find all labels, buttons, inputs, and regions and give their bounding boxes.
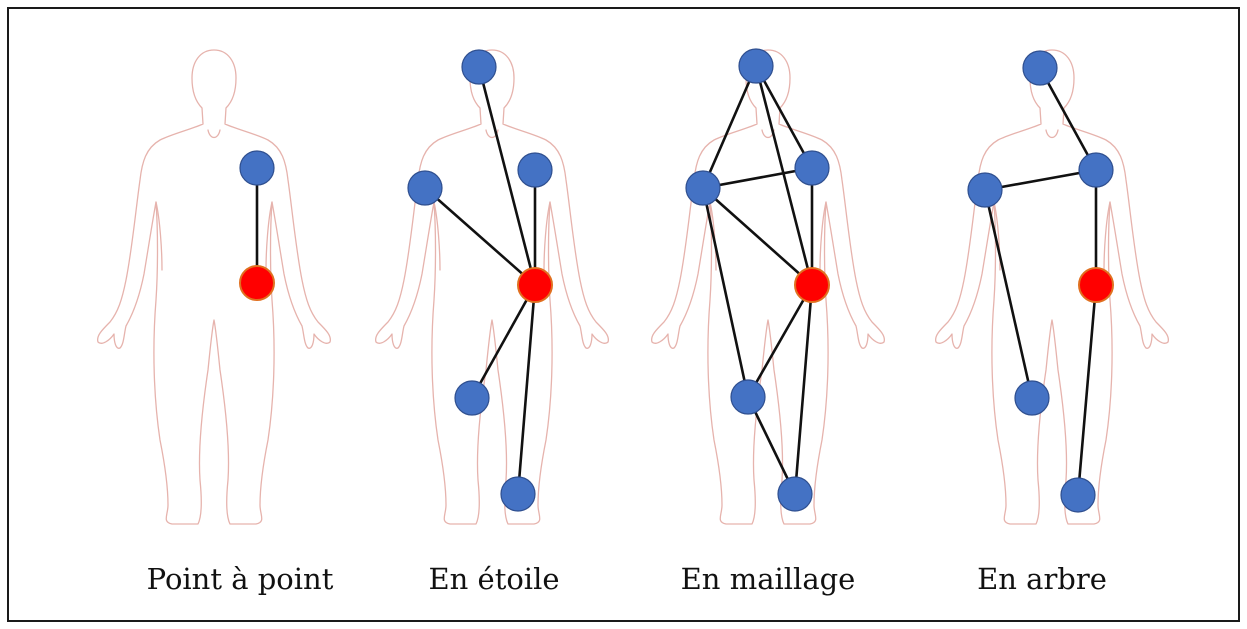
hub-node bbox=[239, 265, 275, 301]
link bbox=[793, 283, 814, 496]
sensor-node bbox=[777, 476, 813, 512]
caption-point-a-point: Point à point bbox=[146, 562, 334, 596]
sensor-node bbox=[500, 476, 536, 512]
topology-en-maillage bbox=[685, 48, 830, 512]
sensor-node bbox=[1060, 477, 1096, 513]
link bbox=[477, 65, 537, 287]
sensor-node bbox=[454, 380, 490, 416]
link bbox=[701, 186, 814, 287]
sensor-node bbox=[1022, 50, 1058, 86]
link bbox=[701, 166, 814, 190]
body-silhouette-4 bbox=[934, 49, 1170, 525]
hub-node bbox=[517, 267, 553, 303]
hub-node bbox=[794, 267, 830, 303]
sensor-node bbox=[794, 150, 830, 186]
link bbox=[983, 168, 1098, 192]
sensor-node bbox=[407, 170, 443, 206]
sensor-node bbox=[1014, 380, 1050, 416]
link bbox=[701, 64, 758, 190]
link bbox=[746, 395, 797, 496]
caption-en-arbre: En arbre bbox=[977, 562, 1107, 596]
hub-node bbox=[1078, 267, 1114, 303]
caption-en-maillage: En maillage bbox=[680, 562, 856, 596]
sensor-node bbox=[517, 152, 553, 188]
sensor-node bbox=[730, 379, 766, 415]
topology-en-arbre bbox=[967, 50, 1114, 513]
caption-en-etoile: En étoile bbox=[428, 562, 560, 596]
link bbox=[423, 186, 537, 287]
body-silhouette-3 bbox=[650, 49, 886, 525]
link bbox=[754, 64, 814, 170]
link bbox=[754, 64, 814, 287]
sensor-node bbox=[1078, 152, 1114, 188]
sensor-node bbox=[239, 150, 275, 186]
link bbox=[701, 186, 750, 399]
topology-en-etoile bbox=[407, 49, 553, 512]
link bbox=[746, 283, 814, 399]
link bbox=[516, 283, 537, 496]
sensor-node bbox=[738, 48, 774, 84]
sensor-node bbox=[685, 170, 721, 206]
link bbox=[1038, 66, 1098, 172]
sensor-node bbox=[967, 172, 1003, 208]
link bbox=[983, 188, 1034, 400]
body-silhouette-1 bbox=[96, 49, 332, 525]
link bbox=[1076, 283, 1098, 497]
topology-point-a-point bbox=[239, 150, 275, 301]
figure-frame bbox=[7, 7, 1240, 622]
link bbox=[470, 283, 537, 400]
sensor-node bbox=[461, 49, 497, 85]
